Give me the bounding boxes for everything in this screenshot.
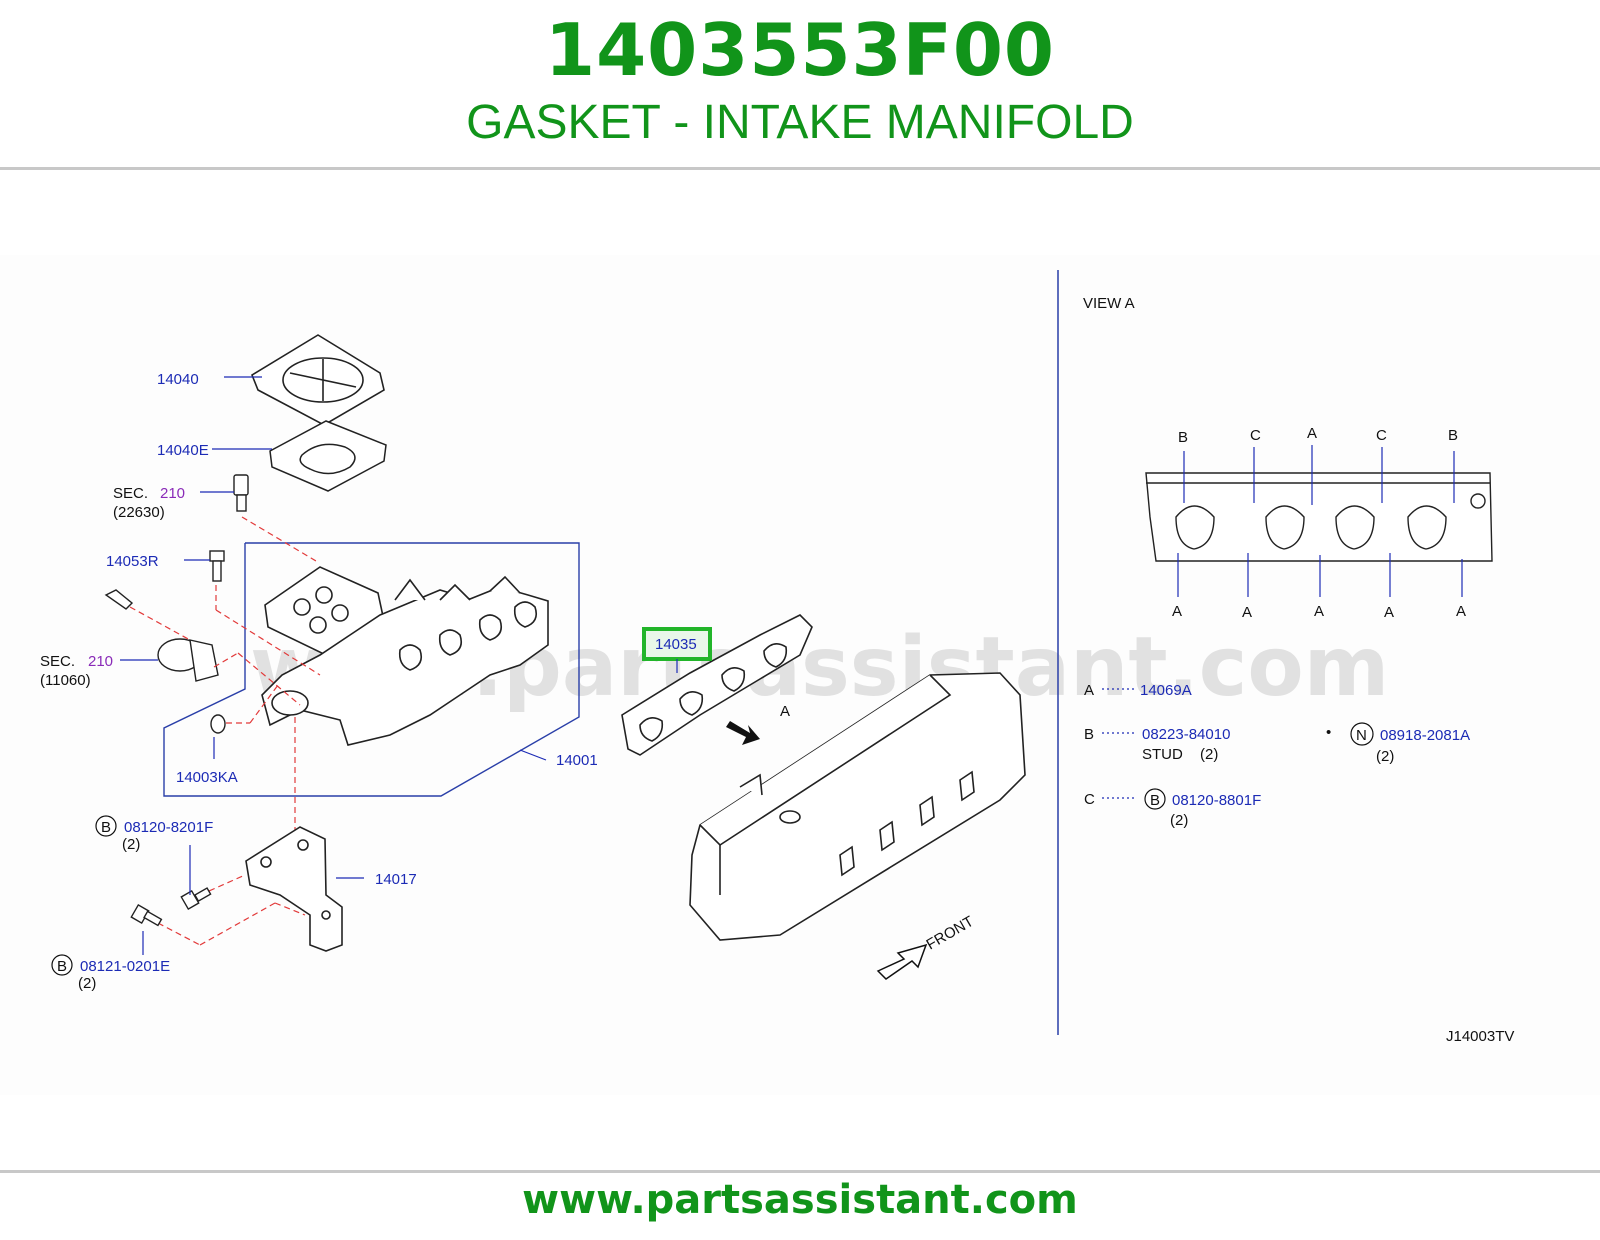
- front-label: FRONT: [924, 913, 977, 954]
- diagram-code: J14003TV: [1446, 1028, 1514, 1045]
- callout-14040[interactable]: 14040: [157, 371, 199, 388]
- legend-n-qty: (2): [1376, 748, 1394, 765]
- view-top-c-2: C: [1376, 427, 1387, 444]
- view-a-title: VIEW A: [1083, 295, 1135, 312]
- legend-part-08120-8801f[interactable]: 08120-8801F: [1172, 792, 1261, 809]
- callout-14017[interactable]: 14017: [375, 871, 417, 888]
- front-arrow: [876, 943, 928, 980]
- part-number-title: 1403553F00: [544, 8, 1056, 92]
- legend-part-14069a[interactable]: 14069A: [1140, 682, 1192, 699]
- view-bottom-a-2: A: [1242, 604, 1252, 621]
- view-a-head-drawing: [1145, 472, 1493, 562]
- qty-08120-8201f: (2): [122, 836, 140, 853]
- leader-14001: [519, 749, 547, 761]
- intake-gasket-14035-drawing: [621, 614, 813, 756]
- legend-stud-desc: STUD: [1142, 746, 1183, 763]
- legend-key-b: B: [1084, 726, 1094, 743]
- bolts-08120-drawing: [130, 887, 212, 927]
- legend-c-qty: (2): [1170, 812, 1188, 829]
- cylinder-head-drawing: [689, 672, 1026, 941]
- n-badge: [1350, 722, 1374, 746]
- view-a-arrow: [726, 721, 760, 745]
- callout-08121-0201e[interactable]: 08121-0201E: [80, 958, 170, 975]
- view-bottom-a-4: A: [1384, 604, 1394, 621]
- sec210a-sub: (22630): [113, 504, 165, 521]
- sec-label-b: SEC.: [40, 653, 75, 670]
- b-badge-3: [1144, 788, 1166, 810]
- legend-part-08918-2081a[interactable]: 08918-2081A: [1380, 727, 1470, 744]
- b-badge-2: [51, 954, 73, 976]
- sec-label-a: SEC.: [113, 485, 148, 502]
- qty-08121-0201e: (2): [78, 975, 96, 992]
- callout-14035[interactable]: 14035: [655, 636, 697, 653]
- callout-14003ka[interactable]: 14003KA: [176, 769, 238, 786]
- view-top-b-2: B: [1448, 427, 1458, 444]
- header: 1403553F00 GASKET - INTAKE MANIFOLD: [0, 0, 1600, 170]
- egr-valve-drawing: [104, 589, 226, 734]
- callout-14053r[interactable]: 14053R: [106, 553, 159, 570]
- legend-dot: •: [1326, 724, 1331, 741]
- callout-08120-8201f[interactable]: 08120-8201F: [124, 819, 213, 836]
- legend-part-08223-84010[interactable]: 08223-84010: [1142, 726, 1230, 743]
- callout-sec210a[interactable]: 210: [160, 485, 185, 502]
- header-divider: [0, 167, 1600, 170]
- view-a-leaders: [1177, 445, 1463, 597]
- b-badge-1: [95, 815, 117, 837]
- n-badge-label: N: [1356, 727, 1367, 744]
- view-a-marker: A: [780, 703, 790, 720]
- bolt-14053r-drawing: [209, 550, 225, 582]
- bracket-14017-drawing: [245, 826, 343, 952]
- footer-divider: [0, 1170, 1600, 1173]
- legend-stud-qty: (2): [1200, 746, 1218, 763]
- view-top-c-1: C: [1250, 427, 1261, 444]
- legend-key-a: A: [1084, 682, 1094, 699]
- manifold-group-box: [163, 542, 580, 797]
- view-bottom-a-5: A: [1456, 603, 1466, 620]
- view-top-a: A: [1307, 425, 1317, 442]
- b-badge-3-label: B: [1150, 792, 1160, 809]
- footer-url[interactable]: www.partsassistant.com: [522, 1177, 1078, 1223]
- dashed-leaders: [129, 516, 321, 946]
- callout-14040e[interactable]: 14040E: [157, 442, 209, 459]
- legend-key-c: C: [1084, 791, 1095, 808]
- parts-diagram: www.partsassistant.com 14040 14040E SEC.…: [0, 255, 1600, 1095]
- temp-sensor-drawing: [233, 474, 249, 512]
- flange-gasket-drawing: [269, 420, 387, 492]
- view-top-b-1: B: [1178, 429, 1188, 446]
- view-bottom-a-1: A: [1172, 603, 1182, 620]
- sec210b-sub: (11060): [40, 672, 91, 689]
- throttle-flange-drawing: [251, 334, 385, 426]
- b-badge-2-label: B: [57, 958, 67, 975]
- b-badge-1-label: B: [101, 819, 111, 836]
- diagram-canvas: www.partsassistant.com 14040 14040E SEC.…: [40, 270, 1514, 1045]
- part-name-subtitle: GASKET - INTAKE MANIFOLD: [466, 96, 1134, 149]
- callout-14001[interactable]: 14001: [556, 752, 598, 769]
- view-bottom-a-3: A: [1314, 603, 1324, 620]
- callout-sec210b[interactable]: 210: [88, 653, 113, 670]
- intake-manifold-drawing: [261, 566, 549, 746]
